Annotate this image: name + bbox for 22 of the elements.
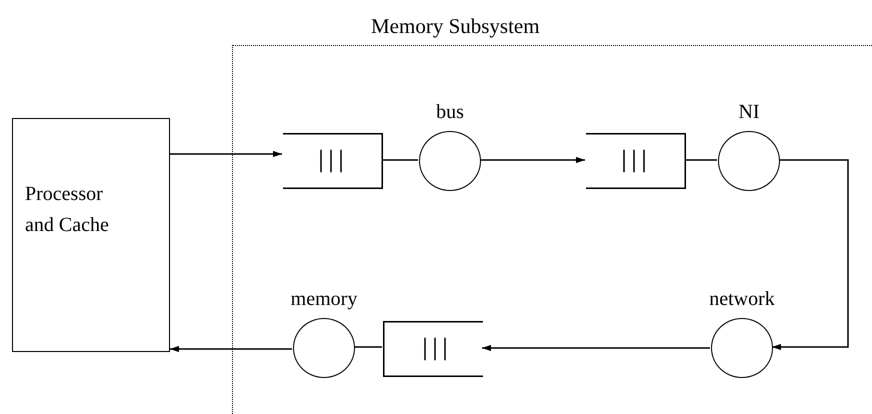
process-box: [12, 118, 170, 352]
server-label: NI: [738, 101, 760, 124]
server-circle: [711, 318, 773, 378]
server-circle: [419, 131, 481, 191]
connector-line: [382, 159, 418, 161]
region-title: Memory Subsystem: [371, 14, 540, 39]
connector-line: [685, 159, 717, 161]
arrow: [170, 346, 292, 352]
box-label: Processor and Cache: [25, 182, 110, 238]
arrow: [480, 156, 585, 164]
arrow: [772, 159, 849, 350]
server-label: memory: [290, 288, 358, 311]
server-circle: [293, 318, 355, 378]
server-circle: [718, 131, 780, 191]
queue-symbol: [586, 133, 686, 189]
queue-symbol: [283, 133, 383, 189]
server-label: bus: [436, 101, 464, 124]
queue-symbol: [383, 321, 483, 377]
server-label: network: [709, 288, 775, 311]
arrow: [482, 344, 710, 352]
arrow: [170, 150, 282, 158]
connector-line: [354, 346, 382, 348]
